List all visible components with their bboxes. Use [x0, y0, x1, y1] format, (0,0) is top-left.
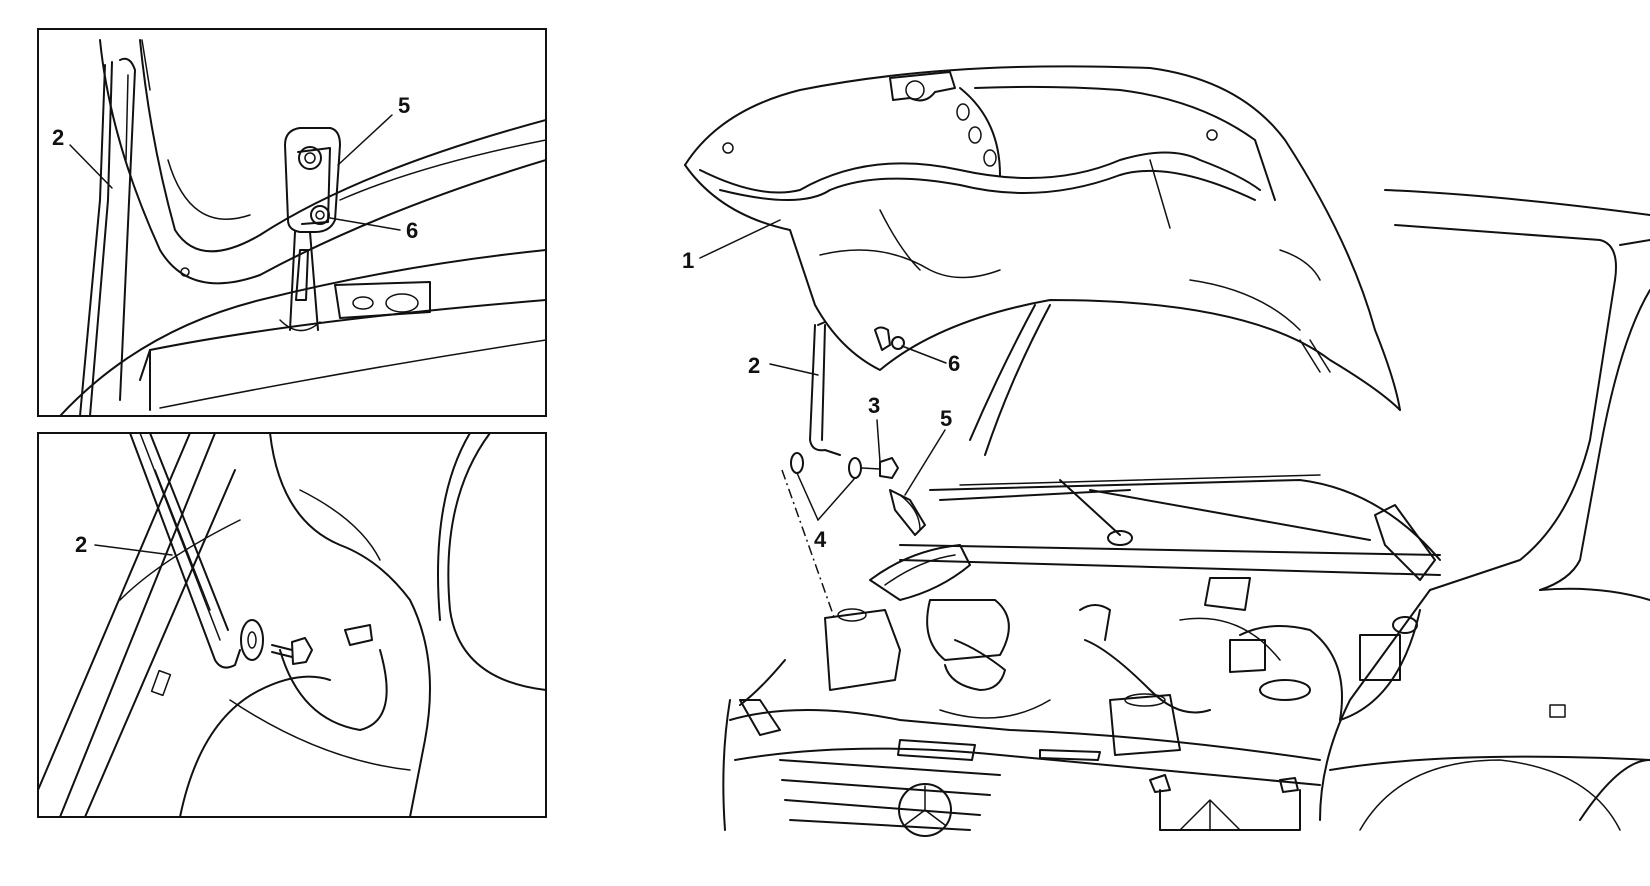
- main-label-strut: 2: [748, 353, 760, 378]
- bottom-strut: [129, 433, 241, 669]
- top-callout-5: 5: [337, 93, 410, 166]
- main-label-nut: 6: [948, 351, 960, 376]
- main-callout-6: 6: [901, 345, 960, 376]
- bottom-label-strut: 2: [75, 532, 87, 557]
- main-label-washers: 4: [814, 527, 827, 552]
- top-inset-frame: [37, 28, 547, 417]
- top-inset: 2 5 6: [37, 28, 547, 417]
- mercedes-star-icon: [898, 783, 952, 837]
- top-label-nut: 6: [406, 218, 418, 243]
- main-callout-5: 5: [904, 406, 952, 496]
- main-label-bolt: 3: [868, 393, 880, 418]
- main-strut: [809, 321, 841, 456]
- wipers: [899, 474, 1441, 611]
- main-callout-2: 2: [748, 353, 819, 378]
- top-callout-6: 6: [329, 217, 418, 243]
- vehicle-body: [969, 189, 1650, 831]
- main-view: 1 2 3 4 5 6: [682, 65, 1650, 837]
- top-strut: [79, 39, 151, 416]
- bottom-bolt-assembly: [240, 619, 313, 665]
- bottom-callout-2: 2: [75, 532, 173, 557]
- bottom-inset: 2: [37, 432, 547, 818]
- engine-bay: [739, 544, 1421, 756]
- hood: [684, 65, 1401, 411]
- main-callout-4: 4: [796, 472, 856, 552]
- main-callout-3: 3: [868, 393, 881, 463]
- top-callout-2: 2: [52, 125, 113, 189]
- top-hinge: [279, 127, 341, 332]
- vehicle-front: [722, 699, 1321, 837]
- top-label-strut: 2: [52, 125, 64, 150]
- main-hinge: [874, 326, 926, 536]
- bottom-inset-frame: [37, 432, 547, 818]
- main-callout-1: 1: [682, 219, 781, 273]
- top-label-hinge: 5: [398, 93, 410, 118]
- main-label-hood: 1: [682, 248, 694, 273]
- main-label-hinge: 5: [940, 406, 952, 431]
